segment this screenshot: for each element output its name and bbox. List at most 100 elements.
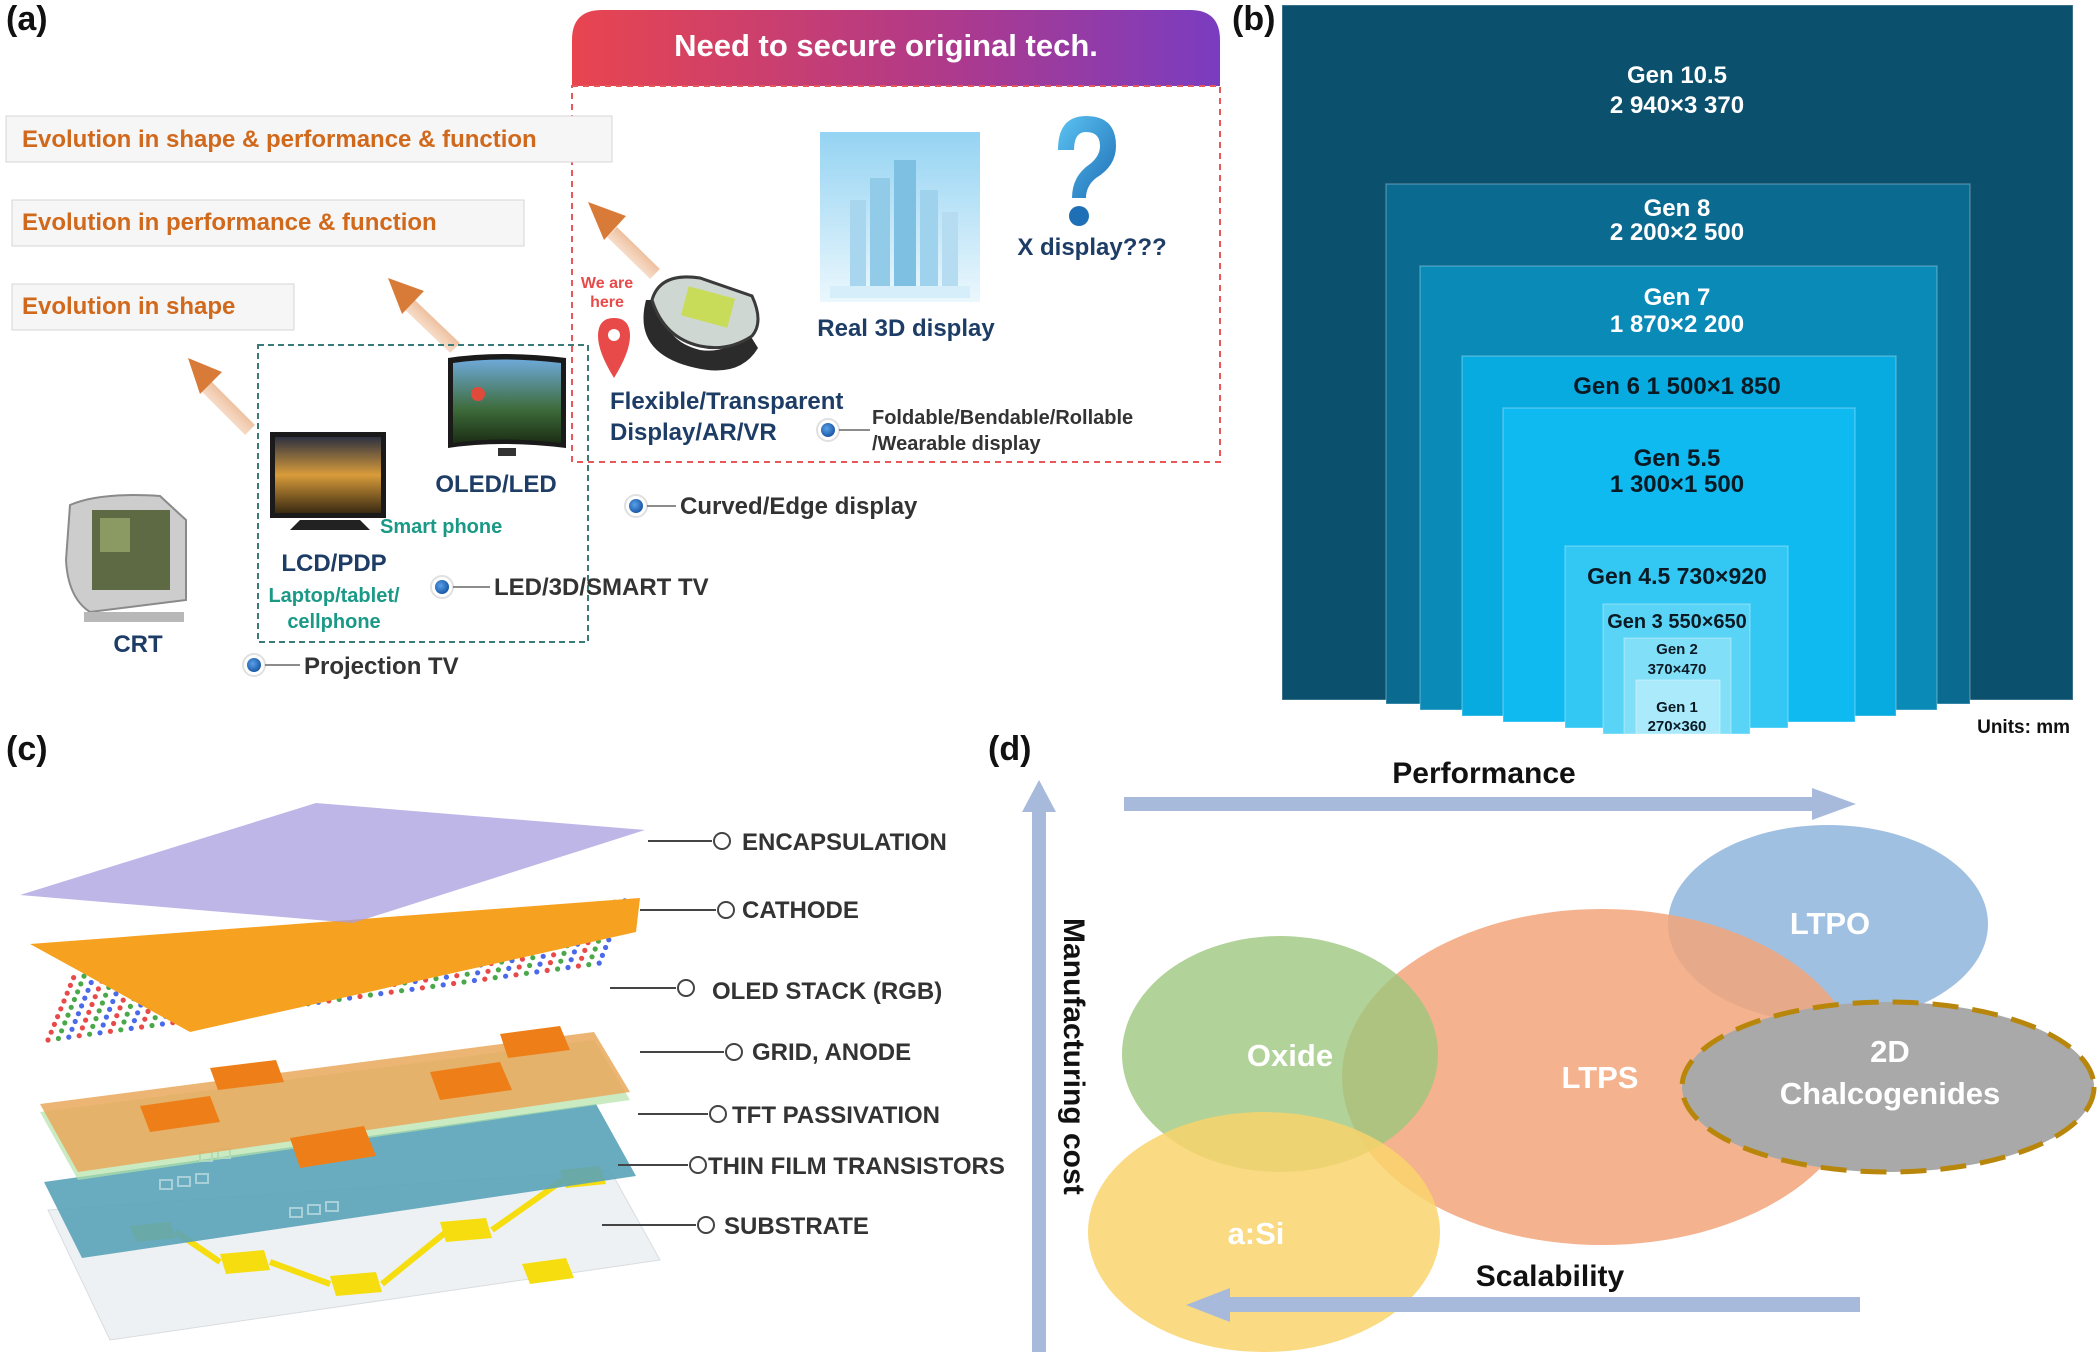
performance-arrow xyxy=(1124,788,1856,820)
rgb-subpixel xyxy=(378,991,384,997)
rgb-subpixel xyxy=(430,983,436,990)
anode-pads xyxy=(140,1026,570,1168)
bullet-foldable xyxy=(816,418,870,442)
rgb-subpixel xyxy=(599,952,606,959)
layer-label-cathode: CATHODE xyxy=(742,897,859,924)
gen-label-6: Gen 4.5 730×920 xyxy=(1587,563,1767,589)
gen-size-3: 1 870×2 200 xyxy=(1610,311,1744,338)
rgb-subpixel xyxy=(551,952,557,958)
rgb-subpixel xyxy=(55,1035,62,1042)
rgb-subpixel xyxy=(100,1022,106,1028)
oxide-label: Oxide xyxy=(1247,1038,1333,1073)
rgb-subpixel xyxy=(107,1028,113,1034)
units-label: Units: mm xyxy=(1977,717,2070,738)
foldable-label-2: /Wearable display xyxy=(872,433,1041,455)
crt-label: CRT xyxy=(113,631,163,658)
asi-ellipse xyxy=(1088,1112,1440,1352)
city-3d-icon xyxy=(820,132,980,302)
gen-label-2: Gen 8 xyxy=(1644,195,1711,222)
manufacturing-cost-arrow xyxy=(1022,780,1056,1352)
x-display-label: X display??? xyxy=(1017,234,1166,261)
rgb-subpixel xyxy=(544,967,550,974)
encapsulation-layer xyxy=(20,803,645,923)
chalcogenides-label-1: 2D xyxy=(1870,1034,1910,1069)
flexible-label-1: Flexible/Transparent xyxy=(610,388,843,415)
led-3d-label: LED/3D/SMART TV xyxy=(494,574,709,601)
future-region xyxy=(571,85,1221,463)
rgb-subpixel xyxy=(75,1011,81,1017)
rgb-subpixel xyxy=(117,1005,123,1011)
current-region xyxy=(257,344,589,643)
gen-box-9 xyxy=(1635,679,1721,735)
rgb-subpixel xyxy=(85,987,91,993)
rgb-subpixel xyxy=(523,970,530,976)
rgb-subpixel xyxy=(45,1037,51,1043)
rgb-subpixel xyxy=(65,1012,71,1018)
scalability-arrow xyxy=(1186,1288,1860,1322)
gen-label-1: Gen 10.5 xyxy=(1627,62,1727,89)
rgb-subpixel xyxy=(540,953,546,959)
rgb-subpixel xyxy=(433,976,439,982)
layer-label-grid-anode: GRID, ANODE xyxy=(752,1039,911,1066)
rgb-subpixel xyxy=(451,980,457,987)
we-are-here-2: here xyxy=(590,294,624,311)
rgb-subpixel xyxy=(88,979,94,986)
rgb-subpixel xyxy=(97,1030,103,1036)
evolution-text-1: Evolution in shape & performance & funct… xyxy=(22,126,537,153)
rgb-subpixel xyxy=(367,992,373,998)
rgb-subpixel xyxy=(561,950,567,957)
rgb-subpixel xyxy=(79,1025,85,1031)
rgb-subpixel xyxy=(409,986,415,992)
scalability-label: Scalability xyxy=(1476,1260,1625,1293)
rgb-subpixel xyxy=(128,1025,134,1031)
manufacturing-cost-label: Manufacturing cost xyxy=(1057,918,1090,1195)
panel-label-a: (a) xyxy=(6,0,48,38)
gen-label-3: Gen 7 xyxy=(1644,284,1711,311)
rgb-subpixel xyxy=(61,998,67,1004)
asi-label: a:Si xyxy=(1228,1216,1285,1251)
rgb-subpixel xyxy=(152,1015,158,1021)
rgb-subpixel xyxy=(110,998,116,1005)
rgb-subpixel xyxy=(55,1014,61,1020)
evolution-text-2: Evolution in performance & function xyxy=(22,209,437,236)
rgb-subpixel xyxy=(579,955,585,961)
rgb-subpixel xyxy=(103,992,109,998)
rgb-subpixel xyxy=(51,1021,58,1027)
rgb-subpixel xyxy=(516,964,522,970)
gen-label-4: Gen 6 1 500×1 850 xyxy=(1573,373,1781,400)
rgb-subpixel xyxy=(86,1009,92,1015)
lcd-pdp-label: LCD/PDP xyxy=(281,550,386,577)
performance-label: Performance xyxy=(1392,757,1575,790)
rgb-subpixel xyxy=(89,1001,95,1008)
rgb-subpixel xyxy=(347,995,353,1001)
rgb-subpixel xyxy=(589,954,595,960)
layer-label-tft-passivation: TFT PASSIVATION xyxy=(732,1102,940,1129)
rgb-subpixel xyxy=(555,966,561,972)
rgb-subpixel xyxy=(64,990,70,996)
rgb-subpixel xyxy=(142,1016,148,1022)
tft-layer xyxy=(44,1104,636,1258)
laptop-label-1: Laptop/tablet/ xyxy=(268,585,400,607)
rgb-subpixel xyxy=(558,958,564,964)
rgb-subpixel xyxy=(461,979,467,985)
rgb-subpixel xyxy=(113,991,119,997)
rgb-subpixel xyxy=(419,985,425,991)
rgb-subpixel xyxy=(357,993,363,1000)
rgb-subpixel xyxy=(575,963,582,969)
chalcogenides-ellipse xyxy=(1679,999,2097,1175)
rgb-subpixel xyxy=(124,1011,130,1017)
panel-label-c: (c) xyxy=(6,730,48,768)
rgb-subpixel xyxy=(503,973,509,979)
rgb-subpixel xyxy=(534,969,540,975)
rgb-subpixel xyxy=(92,994,98,1000)
rgb-subpixel xyxy=(62,1020,68,1026)
rgb-subpixel xyxy=(107,1006,113,1013)
question-mark-icon xyxy=(1058,116,1116,226)
lcd-tv-icon xyxy=(270,432,386,530)
laptop-label-2: cellphone xyxy=(287,611,380,633)
rgb-subpixel xyxy=(513,972,519,978)
rgb-subpixel xyxy=(475,970,481,976)
